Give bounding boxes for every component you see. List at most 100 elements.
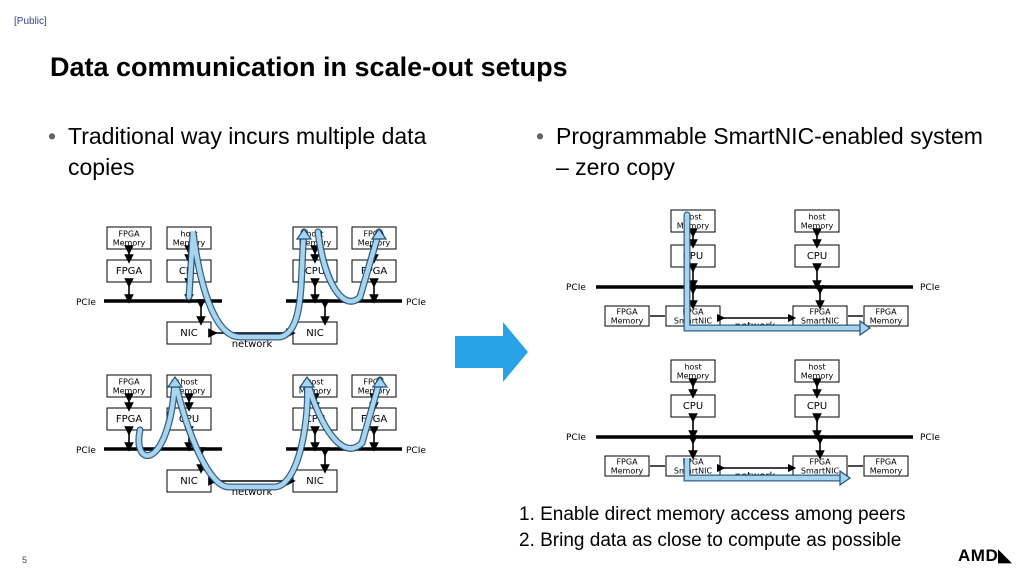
smart-1-zero-copy-path: [684, 458, 843, 481]
smart-1-cpu-right: CPU: [794, 394, 840, 418]
right-bullet: • Programmable SmartNIC-enabled system –…: [536, 121, 986, 183]
trad-1-path-head-c: [371, 375, 389, 388]
smart-0-host-memory-right-text: Memory: [801, 222, 834, 231]
page-number: 5: [22, 555, 28, 565]
trad-1-cpu-right-text: CPU: [305, 414, 325, 425]
right-bullet-text: Programmable SmartNIC-enabled system – z…: [556, 123, 983, 180]
smart-0-fpga-memory-left-text: FPGA: [616, 308, 638, 317]
trad-0-fpga-memory-left-text: FPGA: [118, 230, 140, 239]
trad-1-fpga-left-text: FPGA: [116, 414, 143, 425]
trad-1-host-memory-left-text: host: [180, 378, 197, 387]
smart-0-host-memory-left-text: host: [684, 213, 701, 222]
trad-1-path-head-b: [298, 375, 316, 388]
smart-0-fpga-memory-right-text: FPGA: [875, 308, 897, 317]
smart-0-host-memory-left-text: Memory: [677, 222, 710, 231]
smart-0-cpu-right: CPU: [794, 244, 840, 268]
trad-0-path-head-b: [370, 227, 388, 240]
bullet-dot: •: [536, 123, 545, 149]
trad-0-fpga-left-text: FPGA: [116, 266, 143, 277]
smart-1-host-memory-right-text: host: [808, 363, 825, 372]
trad-1-fpga-memory-left-text: Memory: [113, 387, 146, 396]
trad-1-nic-right: NIC: [292, 469, 338, 493]
trad-0-network-label: network: [232, 339, 273, 350]
trad-0-fpga-memory-right-text: FPGA: [363, 230, 385, 239]
trad-0-fpga-right: FPGA: [351, 259, 397, 283]
trad-0-fpga-memory-left-text: Memory: [113, 239, 146, 248]
smart-0-cpu-left: CPU: [670, 244, 716, 268]
smart-0-fpga-memory-right-text: Memory: [870, 317, 903, 326]
left-bullet: • Traditional way incurs multiple data c…: [48, 121, 498, 183]
trad-1-fpga-memory-right-text: FPGA: [363, 378, 385, 387]
trad-0-host-memory-left-text: host: [180, 230, 197, 239]
trad-1-host-memory-right-text: host: [306, 378, 323, 387]
smart-0-smartnic-right-text: SmartNIC: [801, 317, 840, 326]
bullet-dot: •: [48, 123, 57, 149]
trad-0-nic-right-text: NIC: [306, 328, 323, 339]
smart-1-fpga-memory-left-text: FPGA: [616, 458, 638, 467]
trad-0-copy-path-a: [186, 229, 307, 340]
trad-1-path-head-a: [166, 375, 184, 388]
trad-0-fpga-left: FPGA: [106, 259, 152, 283]
smart-0-cpu-left-text: CPU: [683, 251, 703, 262]
key-points: 1. Enable direct memory access among pee…: [519, 502, 906, 554]
trad-0-nic-left-text: NIC: [180, 328, 197, 339]
slide-title: Data communication in scale-out setups: [50, 52, 568, 82]
smart-1-smartnic-right-text: SmartNIC: [801, 467, 840, 476]
smart-0-smartnic-right-text: FPGA: [809, 308, 831, 317]
smart-1-smartnic-right-text: FPGA: [809, 458, 831, 467]
trad-1-network-label: network: [232, 487, 273, 498]
trad-1-pcie-label-left: PCIe: [76, 446, 96, 456]
trad-0-cpu-right-text: CPU: [305, 266, 325, 277]
trad-1-nic-right-text: NIC: [306, 476, 323, 487]
smart-0-host-memory-right-text: host: [808, 213, 825, 222]
smart-1-smartnic-left-text: SmartNIC: [674, 467, 713, 476]
trad-0-fpga-right-text: FPGA: [361, 266, 388, 277]
trad-1-pcie-label-right: PCIe: [406, 446, 426, 456]
trad-0-path-head-a: [295, 227, 313, 240]
smart-1-host-memory-right-text: Memory: [801, 372, 834, 381]
smart-0-smartnic-left-text: FPGA: [682, 308, 704, 317]
trad-0-pcie-label-left: PCIe: [76, 298, 96, 308]
trad-1-fpga-left: FPGA: [106, 407, 152, 431]
trad-1-nic-left: NIC: [166, 469, 212, 493]
trad-1-fpga-memory-left-text: FPGA: [118, 378, 140, 387]
smart-0-pcie-label-right: PCIe: [920, 283, 940, 293]
transition-arrow: [455, 322, 528, 382]
trad-0-nic-left: NIC: [166, 321, 212, 345]
smart-1-host-memory-left-text: Memory: [677, 372, 710, 381]
smart-1-cpu-right-text: CPU: [807, 401, 827, 412]
trad-1-host-memory-right-text: Memory: [299, 387, 332, 396]
note-1: 1. Enable direct memory access among pee…: [519, 504, 906, 525]
trad-0-pcie-label-right: PCIe: [406, 298, 426, 308]
smart-0-path-head: [859, 319, 872, 337]
smart-0-fpga-memory-left-text: Memory: [611, 317, 644, 326]
left-bullet-text: Traditional way incurs multiple data cop…: [68, 123, 427, 180]
trad-1-nic-left-text: NIC: [180, 476, 197, 487]
smart-0-zero-copy-path: [684, 212, 863, 331]
smart-1-cpu-left-text: CPU: [683, 401, 703, 412]
smart-1-pcie-label-right: PCIe: [920, 433, 940, 443]
smart-0-cpu-right-text: CPU: [807, 251, 827, 262]
trad-1-host-memory-left-text: Memory: [173, 387, 206, 396]
classification-label: [Public]: [14, 16, 47, 27]
trad-0-host-memory-right-text: Memory: [299, 239, 332, 248]
note-2: 2. Bring data as close to compute as pos…: [519, 530, 902, 551]
smart-1-path-head: [839, 469, 852, 487]
smart-1-pcie-label-left: PCIe: [566, 433, 586, 443]
smart-1-fpga-memory-right-text: FPGA: [875, 458, 897, 467]
trad-0-nic-right: NIC: [292, 321, 338, 345]
